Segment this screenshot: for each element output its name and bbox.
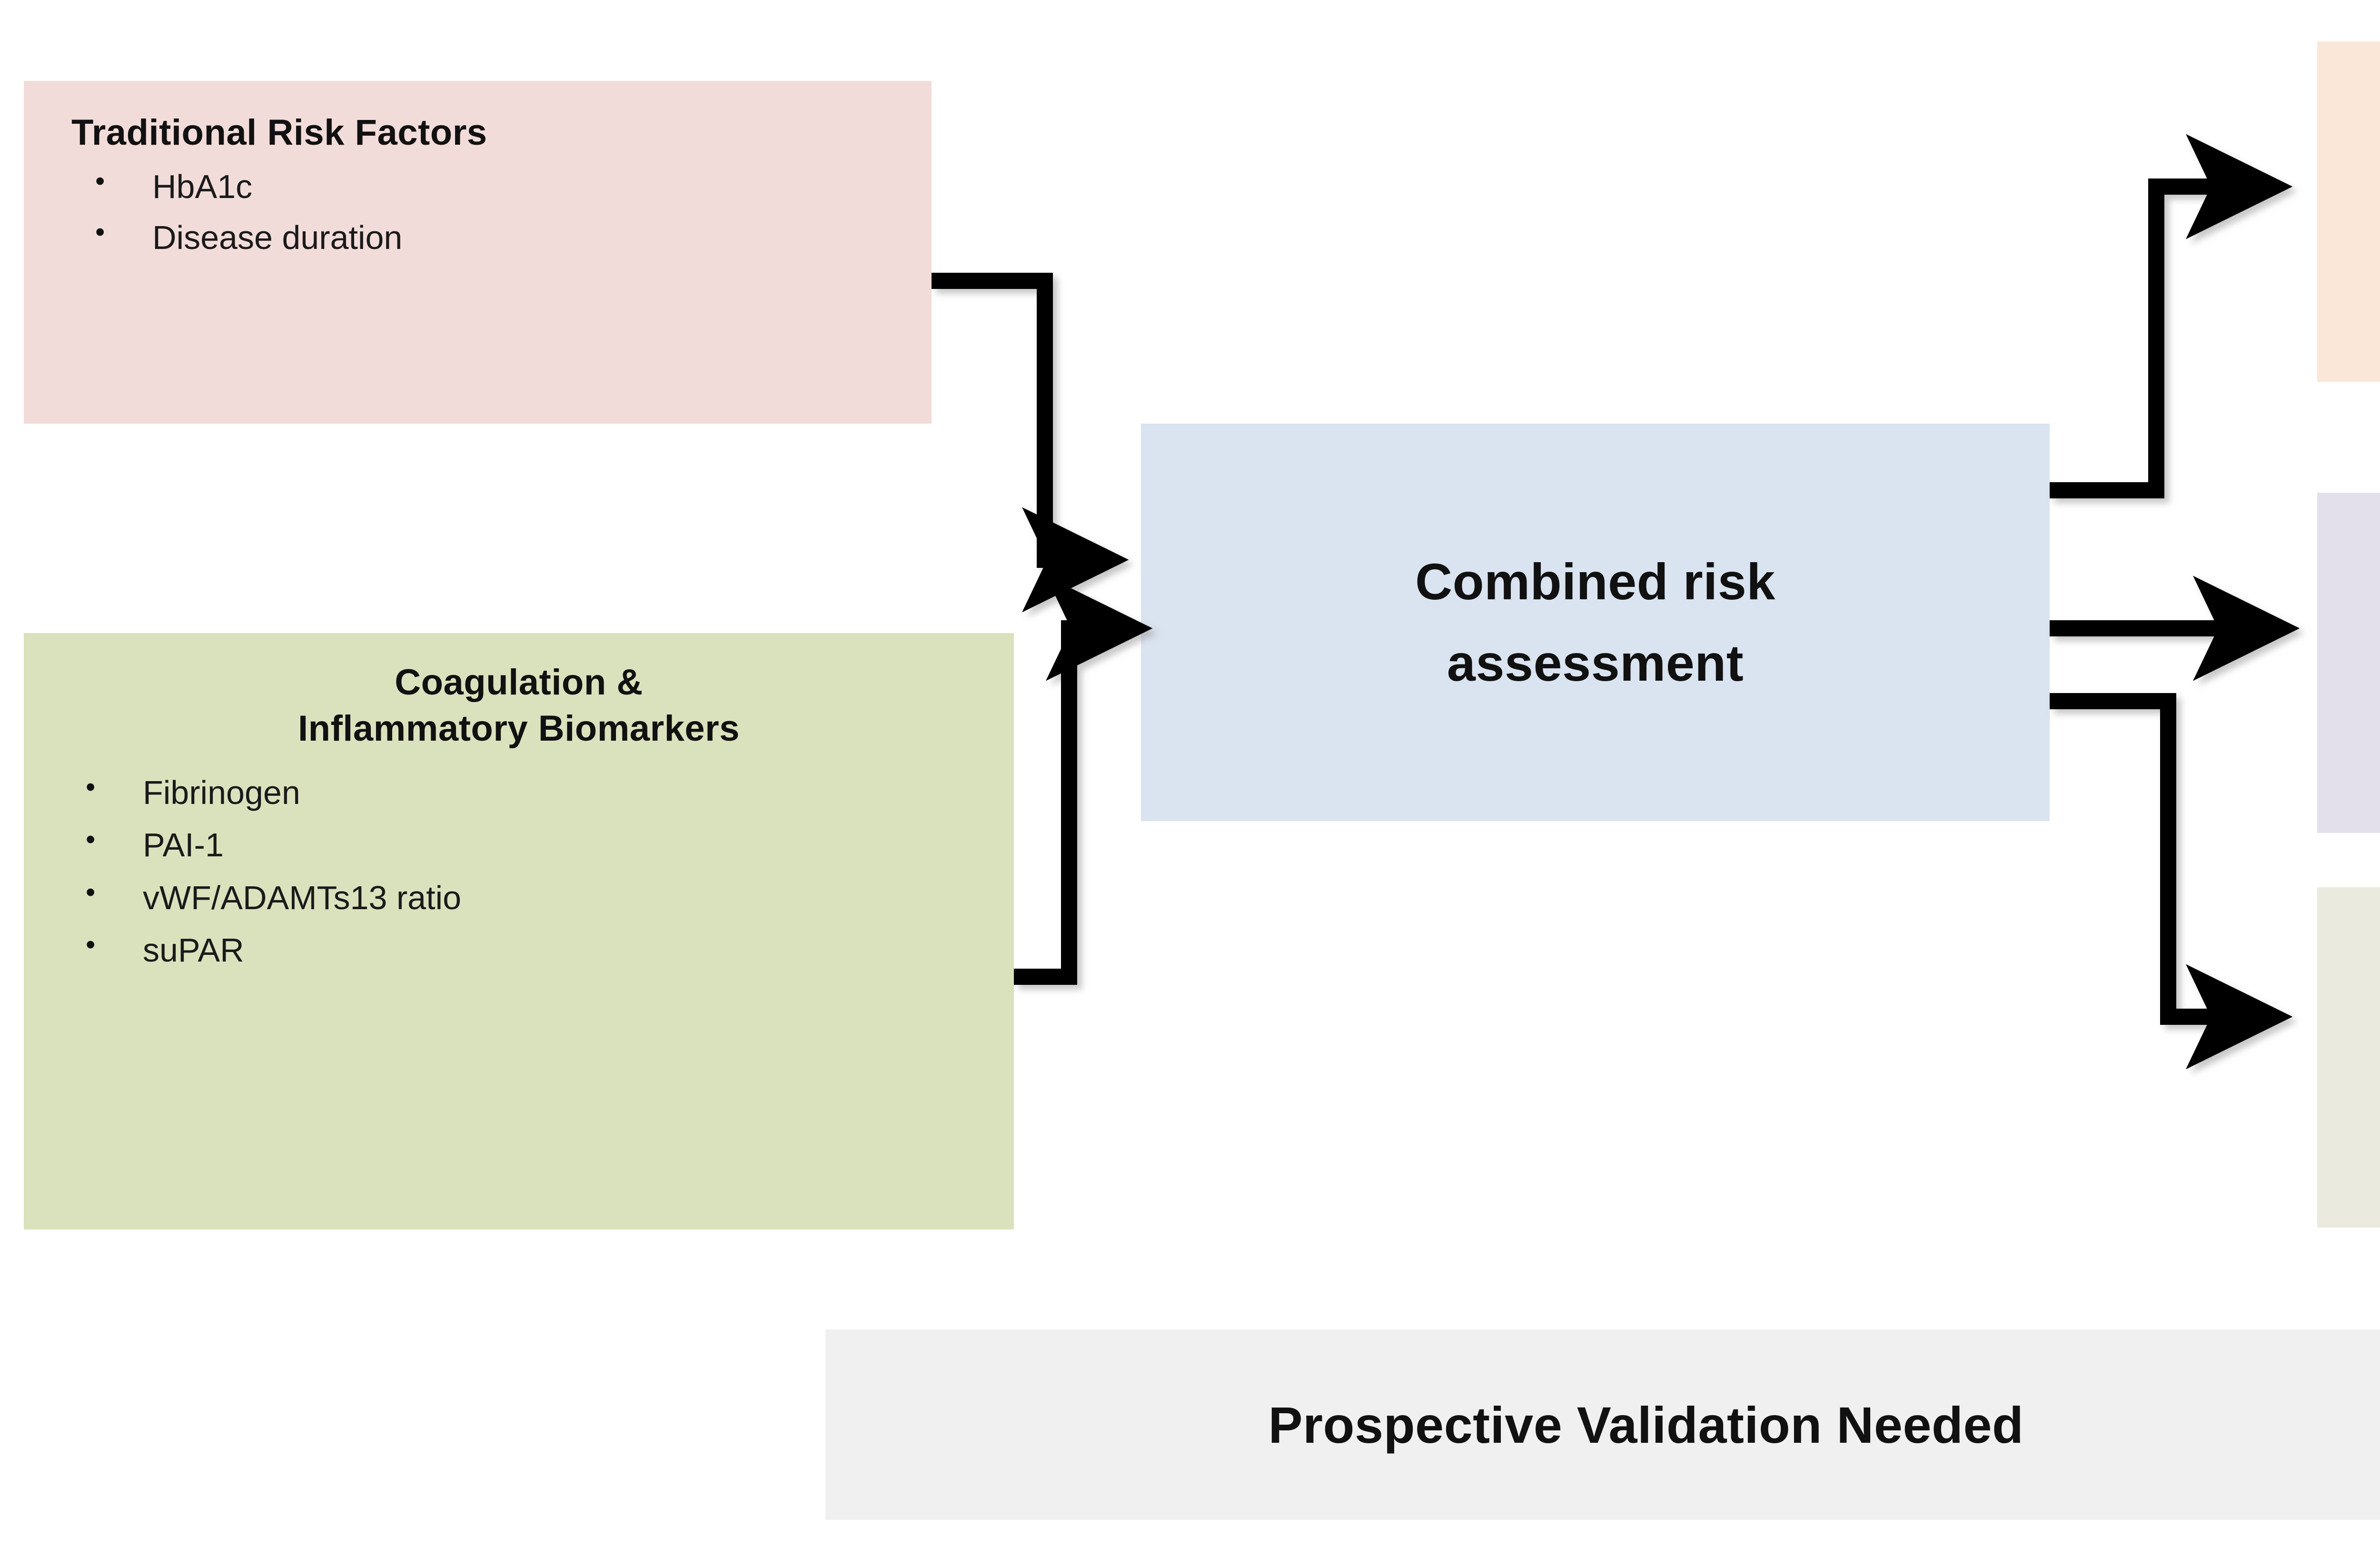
node-traditional-risk-factors[interactable]: Traditional Risk Factors HbA1c Disease d… — [24, 81, 932, 424]
biomarkers-title-line2: Inflammatory Biomarkers — [298, 708, 740, 749]
list-item: Disease duration — [24, 211, 932, 263]
node-intermediate-risk[interactable]: Intermediate Risk Enhanced Glycemic cont… — [2317, 493, 2380, 833]
node-coagulation-inflammatory-biomarkers[interactable]: Coagulation & Inflammatory Biomarkers Fi… — [24, 633, 1014, 1230]
connector-traditional-to-combined — [932, 273, 1129, 613]
traditional-risk-factors-list: HbA1c Disease duration — [24, 160, 932, 263]
biomarkers-list: Fibrinogen PAI-1 vWF/ADAMTs13 ratio suPA… — [24, 765, 1014, 977]
node-prospective-validation[interactable]: Prospective Validation Needed — [825, 1329, 2380, 1520]
list-item: HbA1c — [24, 160, 932, 212]
biomarkers-title-line1: Coagulation & — [395, 662, 643, 703]
node-high-risk[interactable]: High Risk Antiplatelet Therapy Vascular … — [2317, 887, 2380, 1228]
node-low-risk[interactable]: Low Risk Routine monitoring — [2317, 41, 2380, 382]
list-item: Fibrinogen — [24, 765, 1014, 819]
combined-risk-line1: Combined risk — [1415, 552, 1775, 610]
list-item: PAI-1 — [24, 818, 1014, 872]
list-item: vWF/ADAMTs13 ratio — [24, 871, 1014, 924]
traditional-risk-factors-title: Traditional Risk Factors — [71, 112, 487, 153]
node-combined-risk-assessment[interactable]: Combined risk assessment — [1141, 424, 2050, 821]
connector-combined-to-low-risk — [2050, 134, 2293, 498]
list-item: suPAR — [24, 923, 1014, 977]
combined-risk-line2: assessment — [1447, 634, 1744, 692]
connector-biomarkers-to-combined — [1014, 575, 1153, 985]
connector-combined-to-high-risk — [2050, 693, 2293, 1070]
prospective-validation-label: Prospective Validation Needed — [1268, 1396, 2024, 1454]
combined-risk-assessment-label: Combined risk assessment — [1415, 541, 1775, 704]
